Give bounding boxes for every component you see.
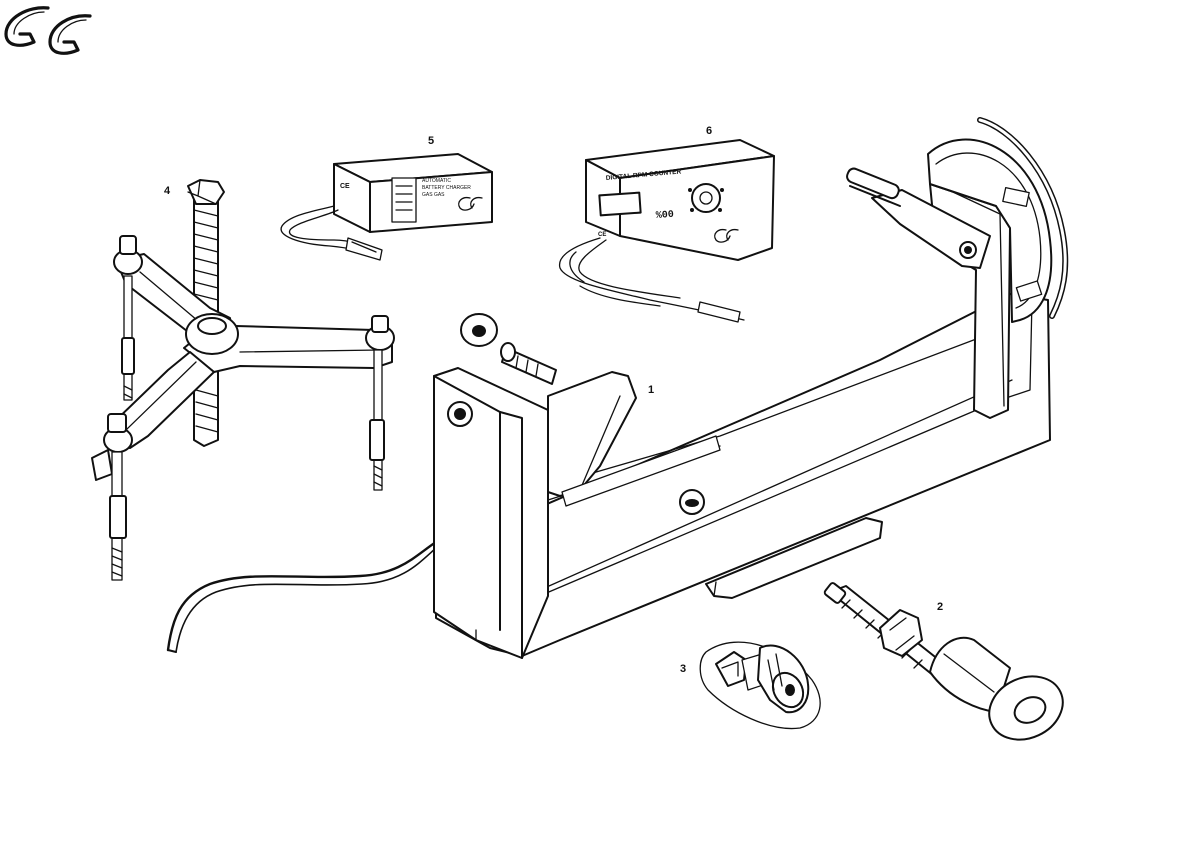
stand-base-bar (435, 293, 1051, 657)
callout-2: 2 (937, 601, 943, 613)
stand-flange-ring (927, 138, 1053, 323)
engine-stand-bracket (166, 117, 1069, 659)
charger-panel-line-2: BATTERY CHARGER (422, 185, 471, 191)
digital-tester: DIGITAL RPM COUNTER %00 CE (559, 139, 775, 323)
charger-panel-line-3: GAS GAS (422, 192, 445, 198)
callout-6: 6 (706, 125, 712, 137)
charger-logo-mark (458, 196, 483, 211)
three-arm-puller (91, 179, 395, 581)
puller-hex-nut (879, 609, 923, 657)
gasgas-logo: GG (4, 6, 92, 55)
tester-logo-mark (714, 228, 739, 243)
callout-4: 4 (164, 185, 171, 197)
puller-hex-head (187, 179, 225, 205)
socket-tool (699, 641, 821, 730)
magneto-puller (823, 582, 1064, 741)
tester-ce-mark: CE (598, 232, 606, 238)
callouts: 1 2 3 4 5 6 (164, 125, 943, 675)
stand-nut (460, 313, 498, 347)
stand-left-upright (433, 367, 549, 659)
stand-clamp-block (547, 371, 637, 497)
charger-panel-line-1: AUTOMATIC (422, 178, 451, 184)
stand-bolt (500, 342, 557, 385)
tester-display (598, 191, 642, 217)
charger-clip (345, 237, 383, 261)
charger-ce-mark: CE (340, 183, 350, 190)
tester-display-value: %00 (656, 210, 675, 222)
callout-1: 1 (648, 384, 654, 396)
stand-cable (166, 540, 438, 652)
callout-5: 5 (428, 135, 434, 147)
battery-charger: CE AUTOMATIC BATTERY CHARGER GAS GAS (280, 153, 493, 261)
callout-3: 3 (680, 663, 686, 675)
